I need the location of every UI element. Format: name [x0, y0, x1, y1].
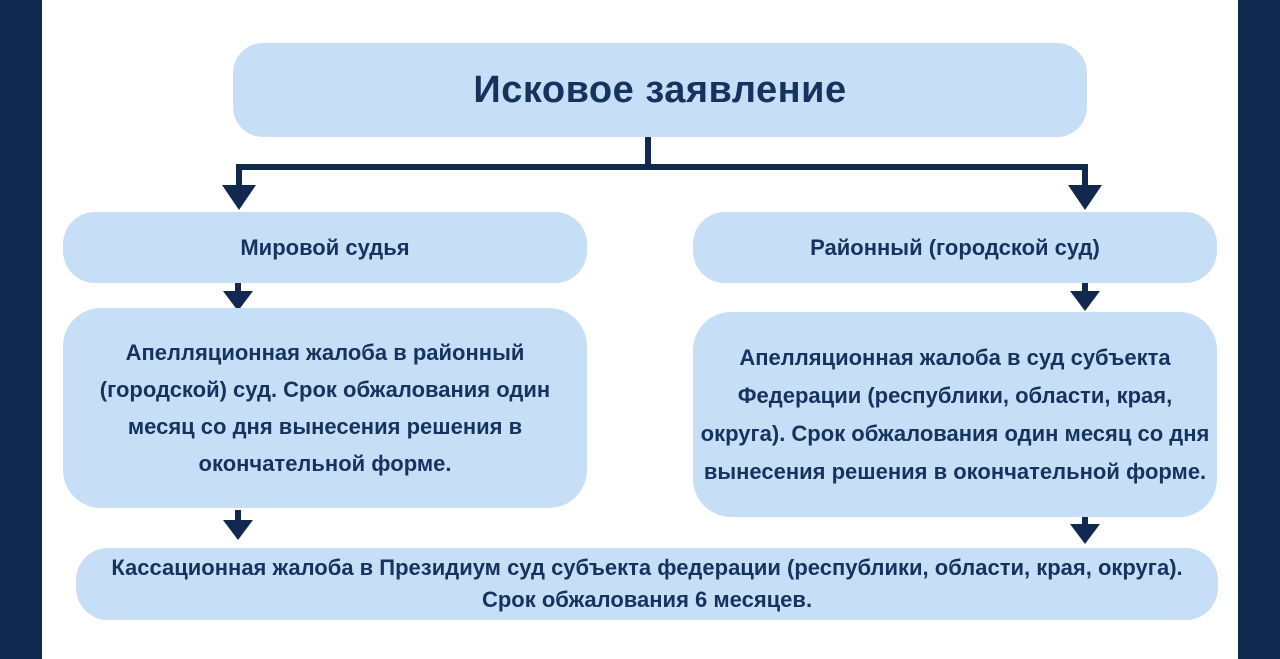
connector-right-stub	[1082, 517, 1088, 525]
node-appeal-right-label: Апелляционная жалоба в суд субъекта Феде…	[700, 344, 1210, 484]
connector-root-stub	[645, 137, 651, 167]
right-border-band	[1238, 0, 1280, 659]
arrow-down-icon	[1070, 524, 1100, 544]
node-magistrate-court-label: Мировой судья	[240, 234, 410, 260]
node-district-court-label: Районный (городской суд)	[810, 234, 1100, 260]
node-cassation: Кассационная жалоба в Президиум суд субъ…	[76, 548, 1218, 620]
connector-right-drop	[1082, 170, 1088, 186]
node-claim-label: Исковое заявление	[473, 68, 847, 111]
arrow-down-icon	[1068, 185, 1102, 210]
arrow-down-icon	[223, 520, 253, 540]
connector-horizontal-line	[236, 164, 1088, 170]
connector-left-drop	[236, 170, 242, 186]
connector-right-stub	[1082, 283, 1088, 292]
node-appeal-left: Апелляционная жалоба в районный (городск…	[63, 308, 587, 508]
node-claim: Исковое заявление	[233, 43, 1087, 137]
node-magistrate-court: Мировой судья	[63, 212, 587, 283]
node-appeal-left-label: Апелляционная жалоба в районный (городск…	[99, 340, 551, 476]
arrow-down-icon	[222, 185, 256, 210]
connector-left-stub	[235, 283, 241, 292]
left-border-band	[0, 0, 42, 659]
node-district-court: Районный (городской суд)	[693, 212, 1217, 283]
node-cassation-label: Кассационная жалоба в Президиум суд субъ…	[111, 555, 1183, 612]
arrow-down-icon	[223, 291, 253, 311]
node-appeal-right: Апелляционная жалоба в суд субъекта Феде…	[693, 312, 1217, 517]
connector-left-stub	[235, 510, 241, 521]
arrow-down-icon	[1070, 291, 1100, 311]
